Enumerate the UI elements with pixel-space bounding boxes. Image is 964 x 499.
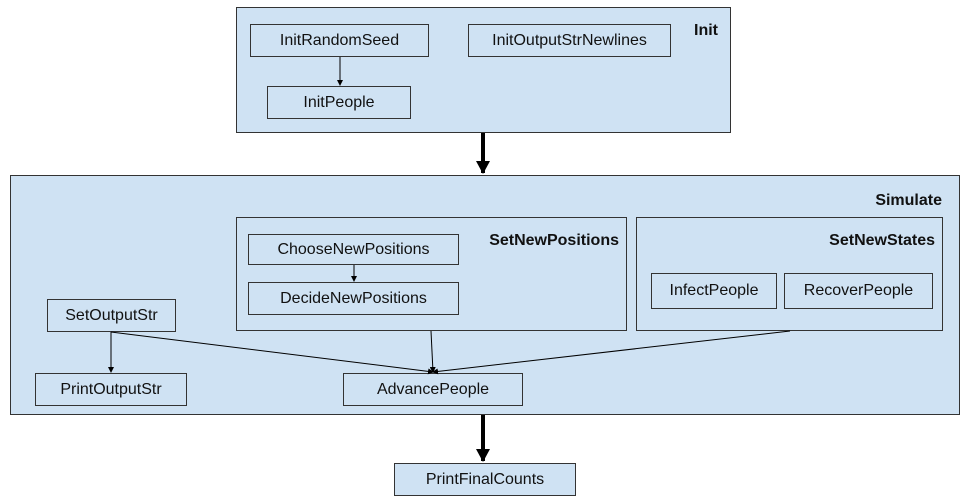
node-set-output-str[interactable]: SetOutputStr (47, 299, 176, 332)
node-advance-people[interactable]: AdvancePeople (343, 373, 523, 406)
node-recover-people[interactable]: RecoverPeople (784, 273, 933, 309)
init-group-title: Init (694, 22, 718, 39)
node-decide-new-positions[interactable]: DecideNewPositions (248, 282, 459, 315)
node-infect-people[interactable]: InfectPeople (651, 273, 777, 309)
set-new-states-group-title: SetNewStates (829, 232, 935, 249)
simulate-group-title: Simulate (875, 192, 942, 209)
node-init-people[interactable]: InitPeople (267, 86, 411, 119)
node-choose-new-positions[interactable]: ChooseNewPositions (248, 234, 459, 265)
node-init-random-seed[interactable]: InitRandomSeed (250, 24, 429, 57)
node-print-output-str[interactable]: PrintOutputStr (35, 373, 187, 406)
node-print-final-counts[interactable]: PrintFinalCounts (394, 463, 576, 496)
node-init-output-str-newlines[interactable]: InitOutputStrNewlines (468, 24, 671, 57)
set-new-positions-group-title: SetNewPositions (489, 232, 619, 249)
